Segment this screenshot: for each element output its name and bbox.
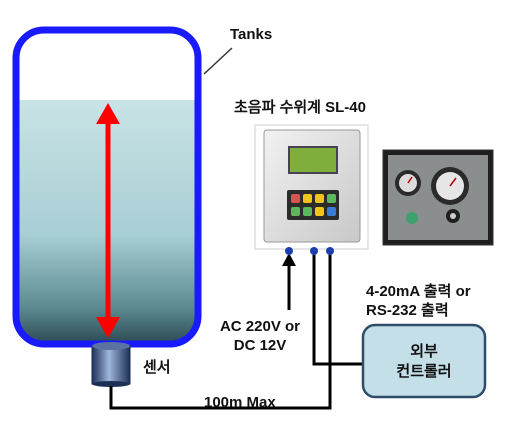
power-label-line1: AC 220V or — [219, 318, 301, 335]
wires — [109, 252, 364, 410]
connector-output — [310, 247, 318, 255]
connector-sensor — [326, 247, 334, 255]
device-screen — [288, 146, 338, 174]
controller-label-line1: 외부 — [410, 343, 438, 360]
output-label-line1: 4-20mA 출력 or — [366, 283, 471, 300]
controller-label-line2: 컨트롤러 — [396, 363, 452, 380]
power-label-line2: DC 12V — [233, 337, 287, 354]
output-label-line2: RS-232 출력 — [366, 302, 449, 319]
device-sl40 — [254, 124, 369, 255]
sensor-label: 센서 — [143, 359, 171, 376]
controller-box — [361, 323, 487, 399]
connector-power — [285, 247, 293, 255]
distance-label: 100m Max — [204, 394, 276, 411]
tanks-leader-line — [203, 47, 233, 75]
level-arrow — [96, 103, 120, 338]
gauge-photo — [382, 149, 494, 246]
power-arrow — [282, 253, 296, 310]
tanks-label: Tanks — [230, 26, 273, 43]
device-title: 초음파 수위계 SL-40 — [234, 99, 366, 116]
sensor — [91, 342, 131, 387]
